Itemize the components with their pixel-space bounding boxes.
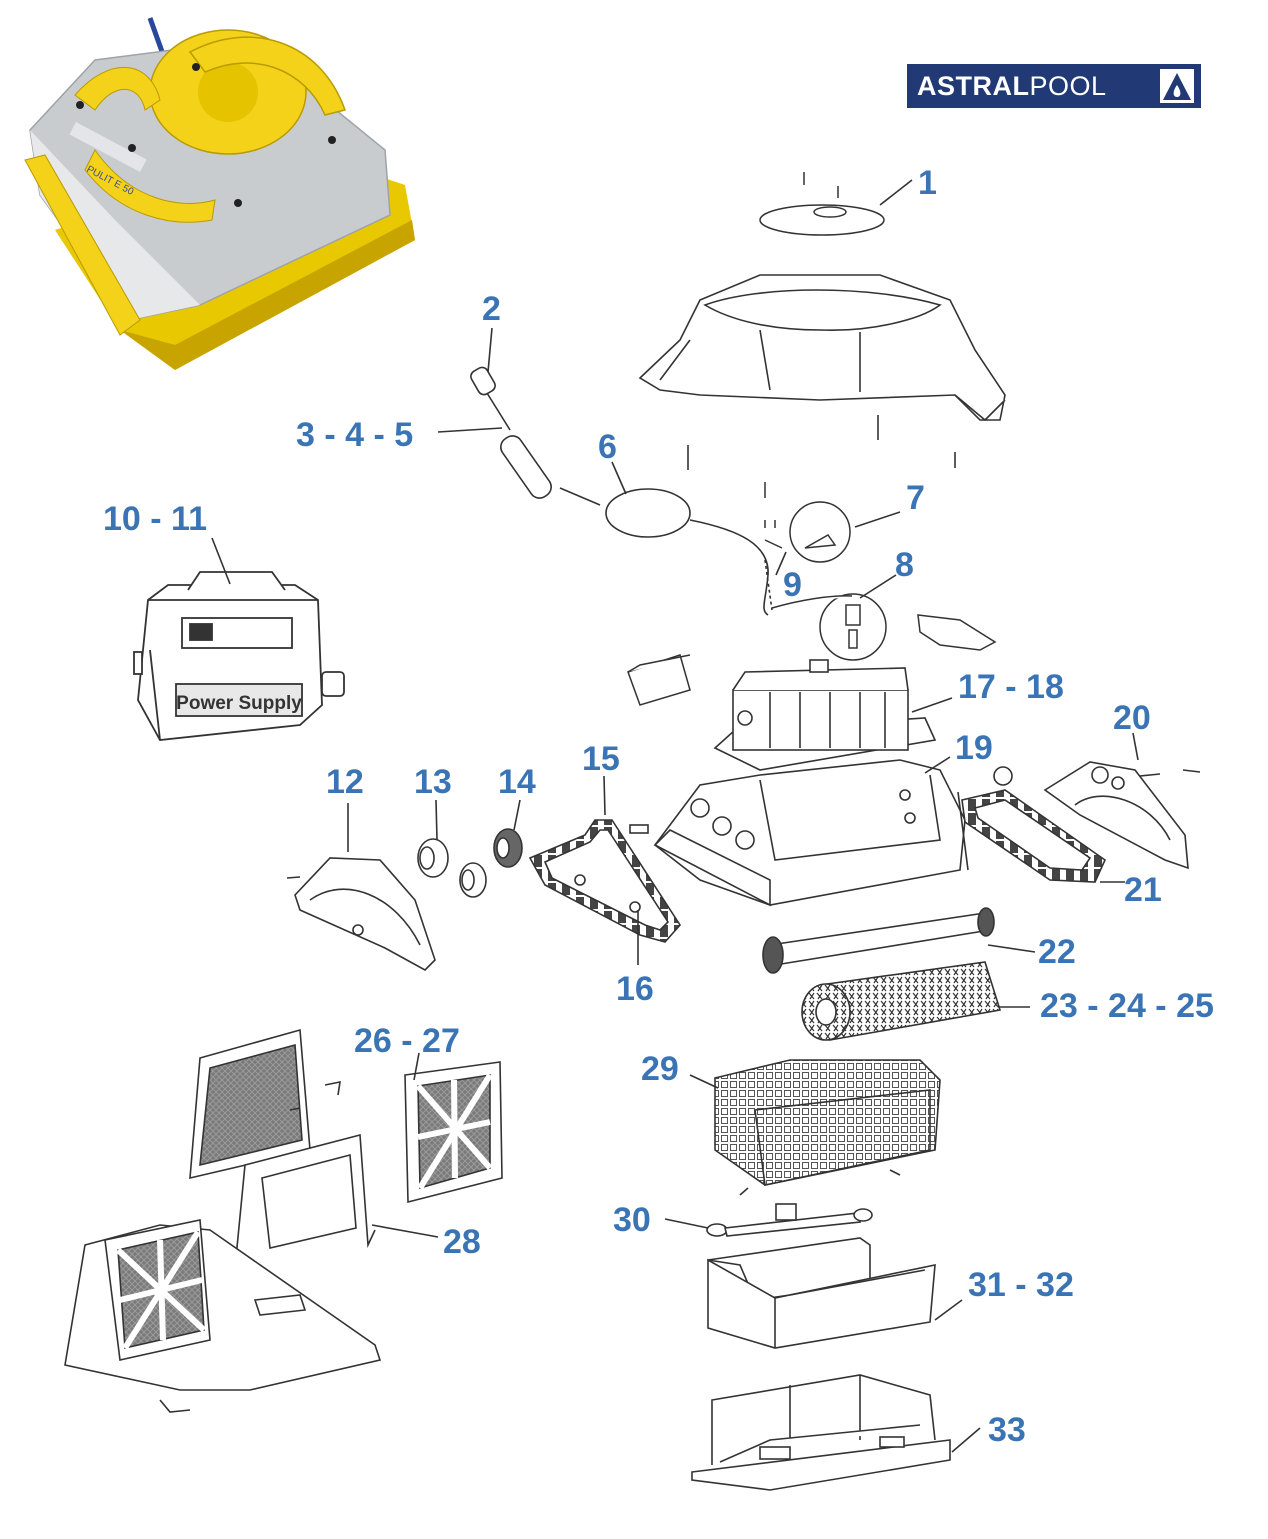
callout-8: 8: [895, 546, 914, 584]
astralpool-logo: ASTRALPOOL: [907, 64, 1201, 108]
callout-15: 15: [582, 740, 620, 778]
callout-7: 7: [906, 479, 925, 517]
part-motor-unit: [713, 659, 937, 771]
robot-photo: PULIT E 50: [24, 17, 415, 370]
callout-33: 33: [988, 1411, 1026, 1449]
callout-17-18: 17 - 18: [958, 668, 1064, 706]
callout-30: 30: [613, 1201, 651, 1239]
callout-19: 19: [955, 729, 993, 767]
callout-1: 1: [918, 164, 937, 202]
part-carry-tray: [707, 1237, 936, 1349]
leader-lines: [211, 179, 1139, 1453]
part-brush: [801, 961, 1002, 1041]
part-right-track: [961, 789, 1107, 883]
part-right-side-panel: [993, 761, 1201, 870]
part-base: [691, 1374, 951, 1491]
callout-29: 29: [641, 1050, 679, 1088]
callout-20: 20: [1113, 699, 1151, 737]
part-main-hood: [638, 274, 1006, 470]
callout-2: 2: [482, 290, 501, 328]
part-chassis: [653, 759, 969, 907]
callout-14: 14: [498, 763, 536, 801]
callout-10-11: 10 - 11: [103, 500, 207, 538]
part-power-supply: Power Supply: [133, 571, 345, 741]
callout-28: 28: [443, 1223, 481, 1261]
part-left-side-panel: [286, 857, 436, 971]
part-roller: [762, 907, 995, 974]
callout-12: 12: [326, 763, 364, 801]
callout-23-24-25: 23 - 24 - 25: [1040, 987, 1214, 1025]
part-motor-cap: [627, 614, 997, 706]
part-inset-8: [771, 593, 887, 661]
part-left-track: [528, 819, 682, 943]
callout-16: 16: [616, 970, 654, 1008]
callout-6: 6: [598, 428, 617, 466]
callout-26-27: 26 - 27: [354, 1022, 460, 1060]
callout-31-32: 31 - 32: [968, 1266, 1074, 1304]
logo-wordmark: ASTRALPOOL: [917, 71, 1107, 101]
part-cable-assembly: [470, 366, 773, 616]
part-inset-7: [764, 482, 851, 563]
callout-21: 21: [1124, 871, 1162, 909]
callout-3-4-5: 3 - 4 - 5: [296, 416, 414, 454]
part-top-plate: [759, 172, 885, 236]
part-filter-basket: [714, 1059, 941, 1196]
power-supply-label: Power Supply: [176, 693, 302, 714]
part-filter-panel: [404, 1061, 503, 1204]
part-bearings: [417, 828, 523, 898]
part-filter-frame-assembly: [64, 1028, 382, 1413]
part-handle-bar: [706, 1203, 873, 1237]
logo-drop-icon: [1160, 69, 1194, 103]
callout-22: 22: [1038, 933, 1076, 971]
callout-9: 9: [783, 566, 802, 604]
callout-13: 13: [414, 763, 452, 801]
